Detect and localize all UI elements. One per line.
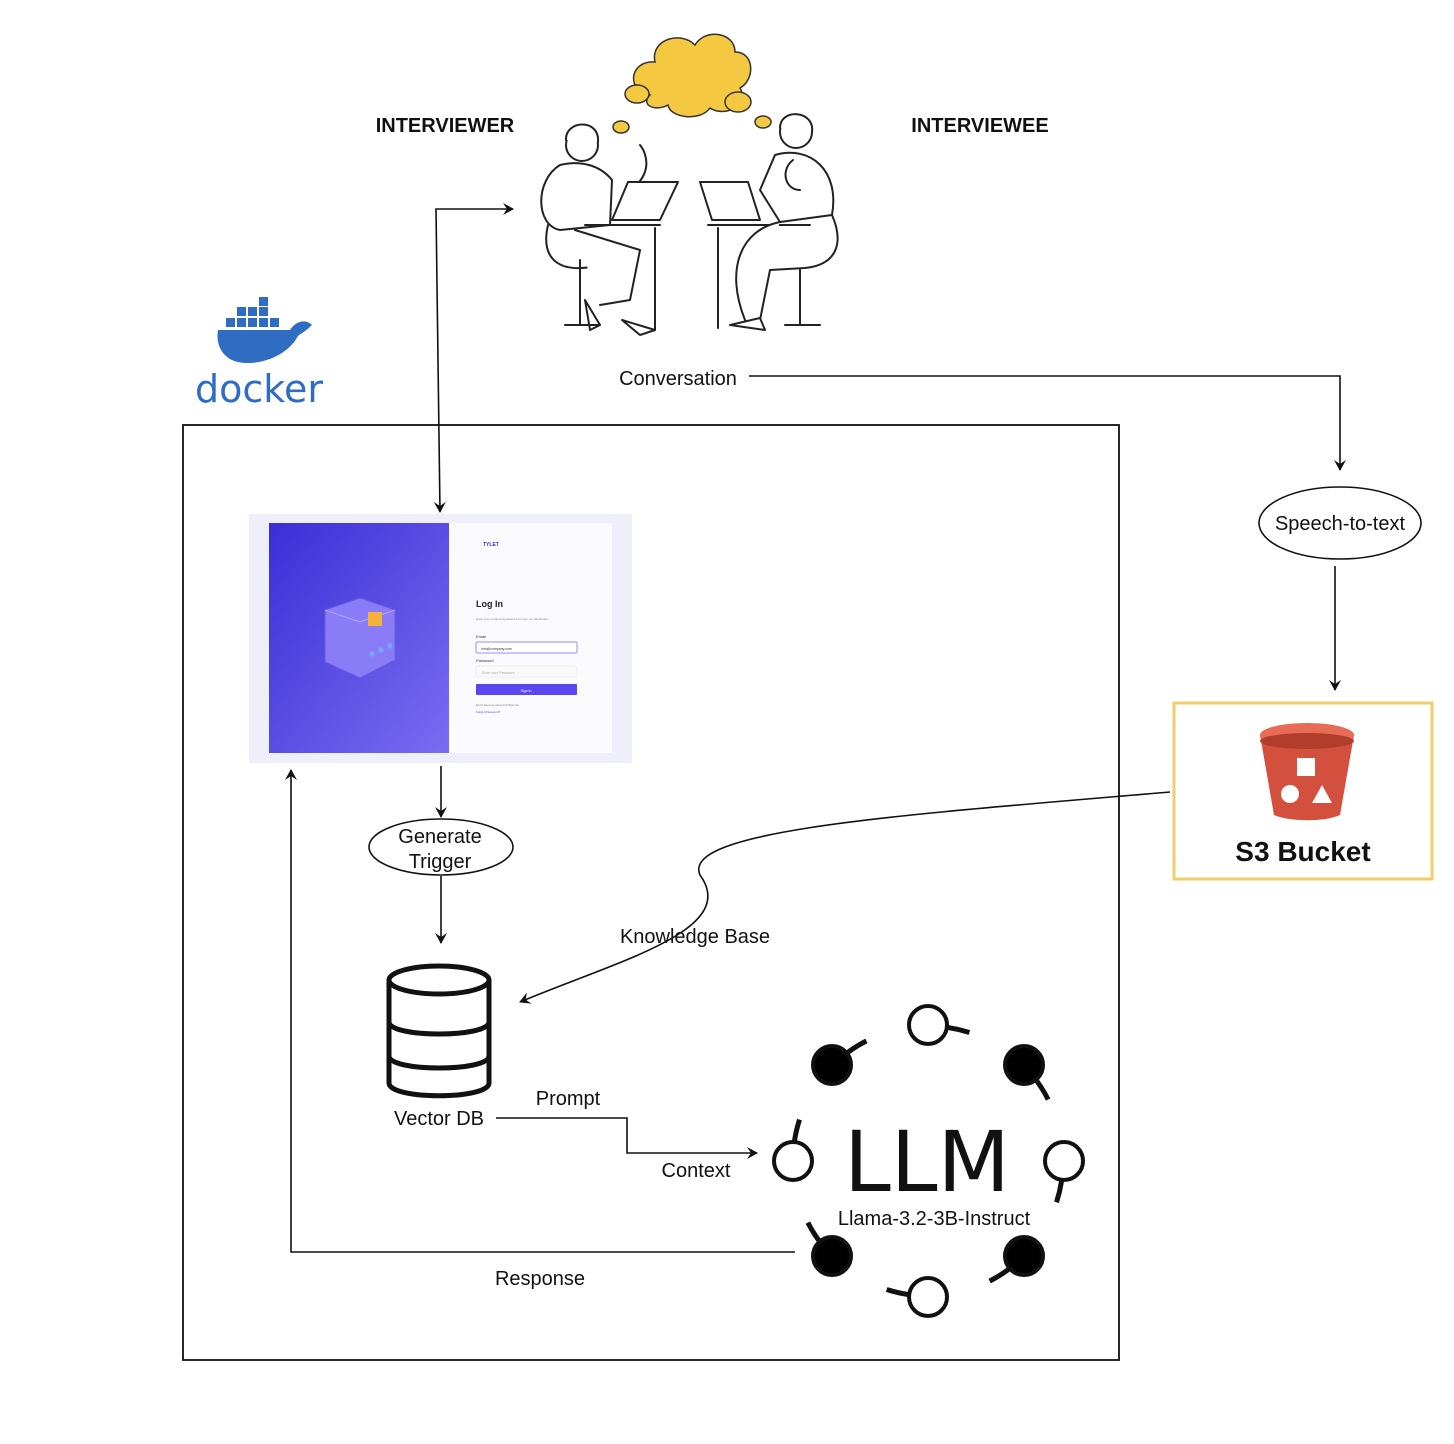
llm-label: LLM bbox=[844, 1113, 1010, 1211]
forgot-password-link[interactable]: Forgot Password? bbox=[476, 710, 501, 714]
conversation-label: Conversation bbox=[619, 368, 737, 390]
docker-container-boundary bbox=[182, 424, 1120, 1361]
context-label: Context bbox=[662, 1160, 731, 1182]
llm-node: LLM Llama-3.2-3B-Instruct bbox=[772, 1004, 1085, 1318]
interview-people-illustration bbox=[540, 113, 839, 336]
response-arrow bbox=[285, 769, 795, 1253]
speech-to-text-label: Speech-to-text bbox=[1275, 513, 1406, 535]
email-value: info@company.com bbox=[481, 647, 512, 651]
s3-bucket-label: S3 Bucket bbox=[1235, 836, 1370, 867]
vector-db-label: Vector DB bbox=[394, 1108, 484, 1130]
email-input[interactable] bbox=[475, 641, 578, 654]
cube-illustration-icon bbox=[324, 597, 396, 679]
thought-cloud-icon bbox=[612, 33, 772, 134]
prompt-label: Prompt bbox=[536, 1088, 601, 1110]
llm-model-label: Llama-3.2-3B-Instruct bbox=[838, 1208, 1031, 1230]
generate-trigger-label-1: Generate bbox=[398, 826, 481, 848]
password-placeholder: Enter your Password bbox=[482, 671, 515, 675]
sign-in-label: Sign In bbox=[521, 689, 532, 693]
email-label: Email bbox=[476, 634, 486, 639]
database-icon bbox=[386, 963, 492, 1099]
interviewer-label: INTERVIEWER bbox=[376, 115, 515, 137]
password-input[interactable] bbox=[475, 665, 578, 678]
sign-in-button[interactable] bbox=[476, 684, 577, 695]
login-subtitle: Enter your email and password to login o… bbox=[476, 617, 548, 621]
login-title: Log In bbox=[476, 599, 503, 609]
s3-bucket-icon bbox=[1260, 723, 1354, 821]
knowledge-base-label: Knowledge Base bbox=[620, 926, 770, 948]
knowledge-base-arrow bbox=[519, 791, 1171, 1004]
interviewee-label: INTERVIEWEE bbox=[911, 115, 1048, 137]
docker-logo: docker bbox=[195, 297, 323, 411]
interview-app-arrow bbox=[433, 203, 514, 513]
response-label: Response bbox=[495, 1268, 585, 1290]
login-app-screenshot[interactable]: TYLET Log In Enter your email and passwo… bbox=[249, 514, 632, 763]
password-label: Password bbox=[476, 658, 494, 663]
signup-link[interactable]: Don't have an account? Sign Up bbox=[476, 703, 519, 707]
generate-trigger-node bbox=[368, 818, 514, 876]
speech-to-text-node bbox=[1258, 486, 1422, 560]
conversation-arrow bbox=[749, 375, 1346, 471]
brand-logo: TYLET bbox=[483, 542, 499, 548]
svg-text:docker: docker bbox=[195, 367, 323, 411]
prompt-context-arrow bbox=[496, 1117, 758, 1159]
generate-trigger-label-2: Trigger bbox=[409, 851, 472, 873]
